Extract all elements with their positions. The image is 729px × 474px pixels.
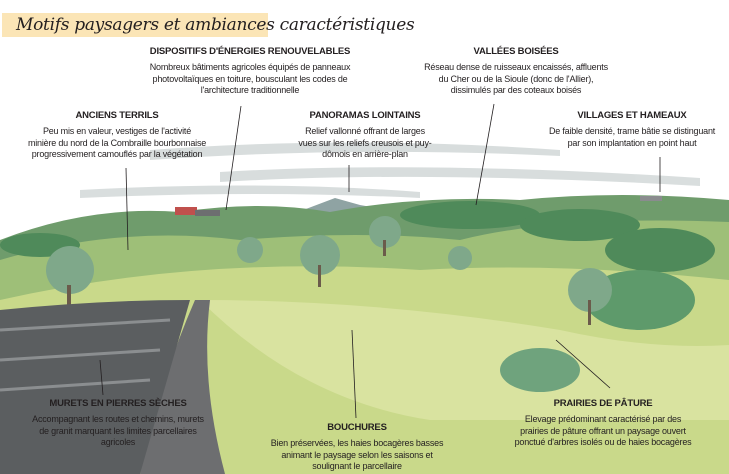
label-vallees: VALLÉES BOISÉES Réseau dense de ruisseau… [424,46,608,97]
label-line: De faible densité, trame bâtie se distin… [548,126,716,136]
sky-strokes [80,142,700,198]
label-line: Peu mis en valeur, vestiges de l'activit… [42,126,192,136]
isolated-trees [46,216,612,325]
label-heading: VILLAGES ET HAMEAUX [577,110,687,121]
label-line: l'architecture traditionnelle [200,85,300,95]
label-line: Accompagnant les routes et chemins, mure… [32,414,204,424]
label-line: par son implantation en point haut [567,137,697,148]
label-line: Nombreux bâtiments agricoles équipés de … [149,62,351,72]
leader-lines [99,103,661,419]
label-heading: PRAIRIES DE PÂTURE [553,398,653,409]
label-line: Elevage prédominant caractérisé par des [524,414,682,424]
label-line: vues sur les reliefs creusois et puy- [298,137,432,148]
label-line: photovoltaïques en toiture, bousculant l… [152,73,348,84]
label-line: dissimulés par des coteaux boisés [450,85,582,95]
label-line: ponctué d'arbres isolés ou de haies boca… [514,437,692,447]
label-line: prairies de pâture offrant un paysage ou… [520,425,686,436]
label-line: agricoles [100,437,136,447]
label-line: Réseau dense de ruisseaux encaissés, aff… [424,62,608,72]
label-panoramas: PANORAMAS LOINTAINS Relief vallonné offr… [298,110,431,161]
label-heading: VALLÉES BOISÉES [473,46,559,57]
label-murets: MURETS EN PIERRES SÈCHES Accompagnant le… [32,398,204,449]
label-prairies: PRAIRIES DE PÂTURE Elevage prédominant c… [515,398,692,449]
stone-wall [0,300,190,474]
page-title: Motifs paysagers et ambiances caractéris… [16,15,415,35]
label-line: de granit marquant les limites parcellai… [39,425,197,436]
label-line: soulignant le parcellaire [312,461,402,471]
label-line: animant le paysage selon les saisons et [281,449,433,460]
label-line: du Cher ou de la Sioule (donc de l'Allie… [438,73,594,84]
title-banner [2,13,268,37]
road [140,300,225,474]
label-bouchures: BOUCHURES Bien préservées, les haies boc… [271,422,444,473]
label-line: Relief vallonné offrant de larges [305,126,425,136]
label-heading: BOUCHURES [327,422,387,433]
label-line: Bien préservées, les haies bocagères bas… [270,438,444,448]
label-heading: PANORAMAS LOINTAINS [309,110,421,121]
label-line: minière du nord de la Combraille bourbon… [27,137,207,148]
label-heading: DISPOSITIFS D'ÉNERGIES RENOUVELABLES [149,46,351,57]
label-line: progressivement camouflés par la végétat… [31,149,203,159]
label-dispositifs: DISPOSITIFS D'ÉNERGIES RENOUVELABLES Nom… [150,46,351,97]
forests [0,201,715,392]
label-line: dômois en arrière-plan [322,149,408,159]
label-terrils: ANCIENS TERRILS Peu mis en valeur, vesti… [28,110,206,161]
foreground-meadow [200,300,729,420]
label-heading: ANCIENS TERRILS [75,110,159,121]
village-buildings [175,196,662,216]
label-villages: VILLAGES ET HAMEAUX De faible densité, t… [549,110,715,149]
label-heading: MURETS EN PIERRES SÈCHES [49,398,187,409]
